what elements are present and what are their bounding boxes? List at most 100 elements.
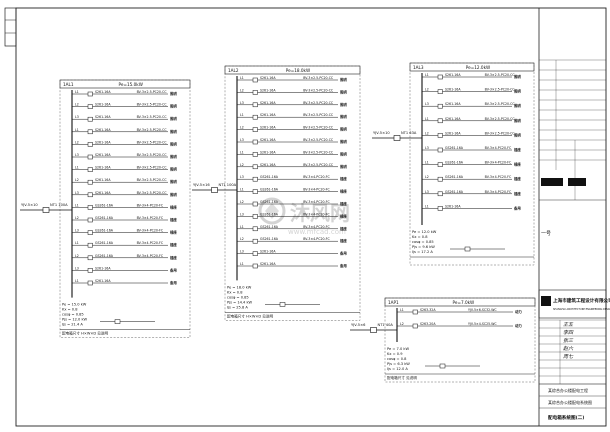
incoming-cable-label: YJV-5×16 xyxy=(193,183,210,187)
breaker-icon xyxy=(87,154,93,160)
incoming-cable-label: YJV-5×10 xyxy=(21,203,38,207)
circuit-cable-label: BV-3×2.5-PC20-CC xyxy=(485,73,516,77)
breaker-icon xyxy=(437,74,443,80)
circuit-load-label: 备用 xyxy=(513,205,521,210)
circuit-load-label: 插座 xyxy=(340,189,347,194)
circuit-breaker-label: S261-16A xyxy=(95,266,111,270)
circuit-phase: L2 xyxy=(75,140,79,144)
circuit-load-label: 插座 xyxy=(514,147,521,152)
circuit-cable-label: BV-3×2.5-PC20-CC xyxy=(303,138,334,142)
company-box xyxy=(538,289,607,319)
drawing-title: 配电箱系统图(二) xyxy=(548,414,584,421)
circuit-breaker-label: S261-16A xyxy=(260,150,276,154)
circuit-cable-label: BV-3×2.5-PC20-CC xyxy=(137,153,168,157)
calc-line: Pjs = 12.0 kW xyxy=(62,318,88,322)
circuit-load-label: 照明 xyxy=(170,192,177,197)
circuit-breaker-label: S261-16A xyxy=(260,113,276,117)
panel-enclosure xyxy=(224,65,361,321)
breaker-icon xyxy=(252,214,258,219)
circuit-phase: L3 xyxy=(75,266,79,270)
breaker-icon xyxy=(87,255,93,261)
calc-line: cosφ = 0.8 xyxy=(387,357,407,361)
circuit-cable-label: BV-3×4-PC20-FC xyxy=(137,203,164,207)
incoming-cable-label: YJV-5×6 xyxy=(351,323,366,327)
circuit-phase: L2 xyxy=(75,103,79,107)
circuit-load-label: 插座 xyxy=(170,204,177,209)
circuit-load-label: 照明 xyxy=(170,91,177,96)
watermark-site: www.mfcad.com xyxy=(288,228,346,236)
circuit-phase: L1 xyxy=(240,150,244,154)
breaker-icon xyxy=(87,179,93,185)
circuit-cable-label: BV-3×4-PC20-FC xyxy=(137,229,164,233)
calc-line: Kx = 0.9 xyxy=(387,352,403,356)
panel-header-label: 1AL2 xyxy=(228,68,239,73)
circuit-load-label: 照明 xyxy=(340,127,347,132)
panel-enclosure xyxy=(59,79,191,338)
circuit-phase: L2 xyxy=(240,200,244,204)
circuit-cable-label: BV-3×4-PC20-FC xyxy=(303,188,330,192)
circuit-breaker-label: S261-16A xyxy=(260,138,276,142)
watermark: 沐风网 www.mfcad.com xyxy=(258,197,350,236)
pe-breaker-icon xyxy=(279,302,286,307)
company-logo-icon xyxy=(541,296,551,306)
circuit-load-label: 照明 xyxy=(340,164,347,169)
breaker-icon xyxy=(412,323,418,329)
circuit-breaker-label: S261-16A xyxy=(445,73,461,77)
circuit-cable-label: BV-3×2.5-PC20-CC xyxy=(137,178,168,182)
stamp-block-icon xyxy=(541,178,563,186)
project-line-2: 某综合办公楼配电系统图 xyxy=(548,399,592,405)
pe-breaker-icon xyxy=(464,246,471,252)
circuit-breaker-label: S261-16A xyxy=(95,191,111,195)
breaker-icon xyxy=(437,118,443,124)
breaker-icon xyxy=(87,205,93,210)
breaker-icon xyxy=(252,139,258,145)
main-breaker-label: NT1 63A xyxy=(401,131,417,135)
side-mark: 一号 xyxy=(541,231,551,237)
circuit-phase: L3 xyxy=(240,212,244,216)
circuit-load-label: 照明 xyxy=(340,102,347,107)
panel-header-label: 1AL1 xyxy=(63,82,74,87)
circuit-phase: L1 xyxy=(75,203,79,207)
calc-line: Ijs = 21.4 A xyxy=(62,323,83,327)
circuit-phase: L3 xyxy=(240,101,244,105)
calc-line: Ijs = 12.0 A xyxy=(387,367,408,371)
breaker-icon xyxy=(252,114,258,120)
watermark-logo-icon xyxy=(258,197,286,225)
circuit-cable-label: BV-3×2.5-PC20-CC xyxy=(303,113,334,117)
circuit-phase: L2 xyxy=(425,131,429,135)
circuit-phase: L3 xyxy=(75,115,79,119)
circuit-phase: L1 xyxy=(75,241,79,245)
circuit-breaker-label: S261-16A xyxy=(260,250,276,254)
circuit-cable-label: BV-3×4-PC20-FC xyxy=(303,200,330,204)
breaker-icon xyxy=(252,152,258,157)
calc-line: Pe = 18.0 kW xyxy=(227,285,252,289)
circuit-cable-label: BV-3×2.5-PC20-CC xyxy=(303,150,334,154)
circuit-breaker-label: GS261-16A xyxy=(260,200,279,204)
panel-power-label: Pe=7.0kW xyxy=(453,300,475,305)
breaker-icon xyxy=(87,268,93,273)
panel-footer-label: 配电箱尺寸 H×W×D 见说明 xyxy=(62,331,108,336)
circuit-load-label: 照明 xyxy=(170,141,177,146)
circuit-breaker-label: GS261-16A xyxy=(445,146,464,150)
circuit-cable-label: BV-3×2.5-PC20-CC xyxy=(137,103,168,107)
circuit-load-label: 照明 xyxy=(340,139,347,144)
circuit-breaker-label: S261-16A xyxy=(260,262,276,266)
breaker-icon xyxy=(87,217,93,223)
circuit-phase: L3 xyxy=(75,229,79,233)
circuit-breaker-label: S261-16A xyxy=(95,90,111,94)
breaker-icon xyxy=(252,226,258,232)
circuit-phase: L2 xyxy=(400,322,404,326)
